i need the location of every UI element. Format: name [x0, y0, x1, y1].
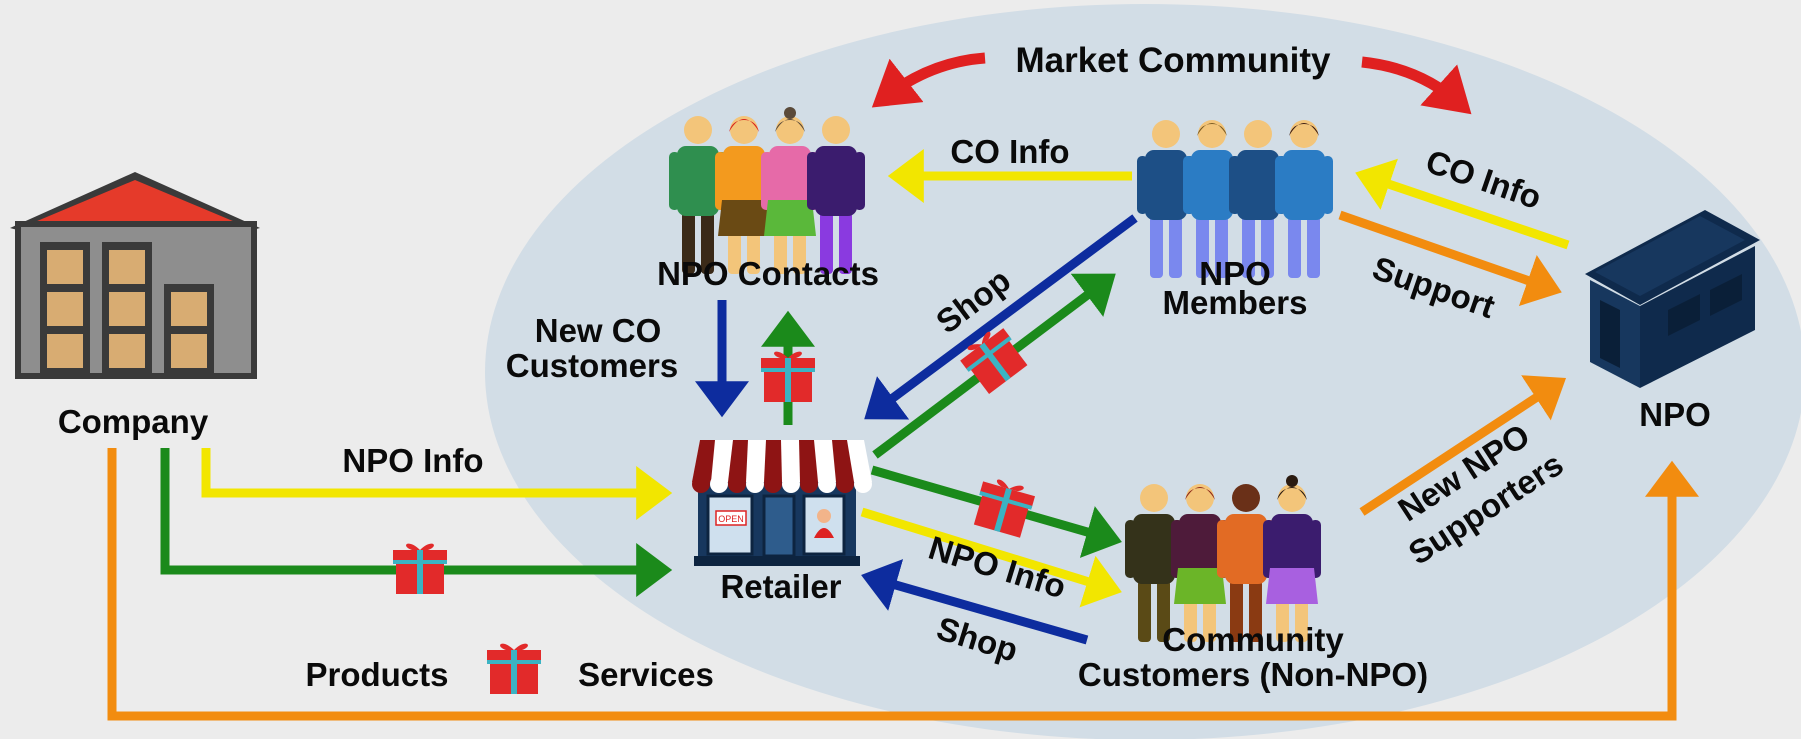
new-co-customers-label-line2: Customers [506, 347, 678, 384]
npo-contacts-people-icon [669, 107, 865, 274]
support-arrow-company-to-npo [107, 448, 1699, 721]
company-label: Company [58, 403, 209, 440]
market-arrow-right [1361, 56, 1472, 115]
person-figure [1183, 120, 1241, 278]
retailer-label: Retailer [720, 568, 841, 605]
retailer-store-icon: OPEN [692, 440, 872, 566]
new-co-customers-label-line1: New CO [535, 312, 662, 349]
community-label-line2: Customers (Non-NPO) [1078, 656, 1428, 693]
npo-house-icon [1585, 210, 1760, 388]
co-info-label-1: CO Info [950, 133, 1069, 170]
npo-members-label-line2: Members [1163, 284, 1308, 321]
npo-members-people-icon [1137, 120, 1333, 278]
support-arrow [1338, 210, 1562, 307]
legend-services-label: Services [578, 656, 714, 693]
npo-contacts-label: NPO Contacts [657, 255, 879, 292]
gift-icon-company [393, 543, 447, 594]
npo-info-label-company: NPO Info [342, 442, 483, 479]
npo-info-arrow-company [201, 448, 673, 520]
shop-arrow-community [861, 559, 1089, 645]
company-warehouse-icon [10, 172, 260, 379]
legend-products-label: Products [305, 656, 448, 693]
person-figure [1263, 475, 1321, 642]
shop-arrow-members [864, 214, 1138, 420]
open-sign: OPEN [718, 514, 744, 524]
person-figure [1275, 120, 1333, 278]
market-community-title: Market Community [1015, 41, 1331, 80]
co-info-arrow-npo-to-members [1355, 158, 1570, 250]
legend-gift-icon [487, 643, 541, 694]
npo-info-arrow-retailer [860, 507, 1122, 608]
market-arrow-left [871, 52, 986, 108]
person-figure [807, 116, 865, 274]
gift-icon-contacts [761, 351, 815, 402]
npo-label: NPO [1639, 396, 1711, 433]
community-label-line1: Community [1162, 621, 1344, 658]
person-figure [761, 107, 819, 274]
npo-members-label-line1: NPO [1199, 255, 1271, 292]
community-customers-people-icon [1125, 475, 1321, 642]
new-npo-supporters-arrow [1359, 375, 1567, 516]
products-arrow-company [160, 448, 673, 597]
